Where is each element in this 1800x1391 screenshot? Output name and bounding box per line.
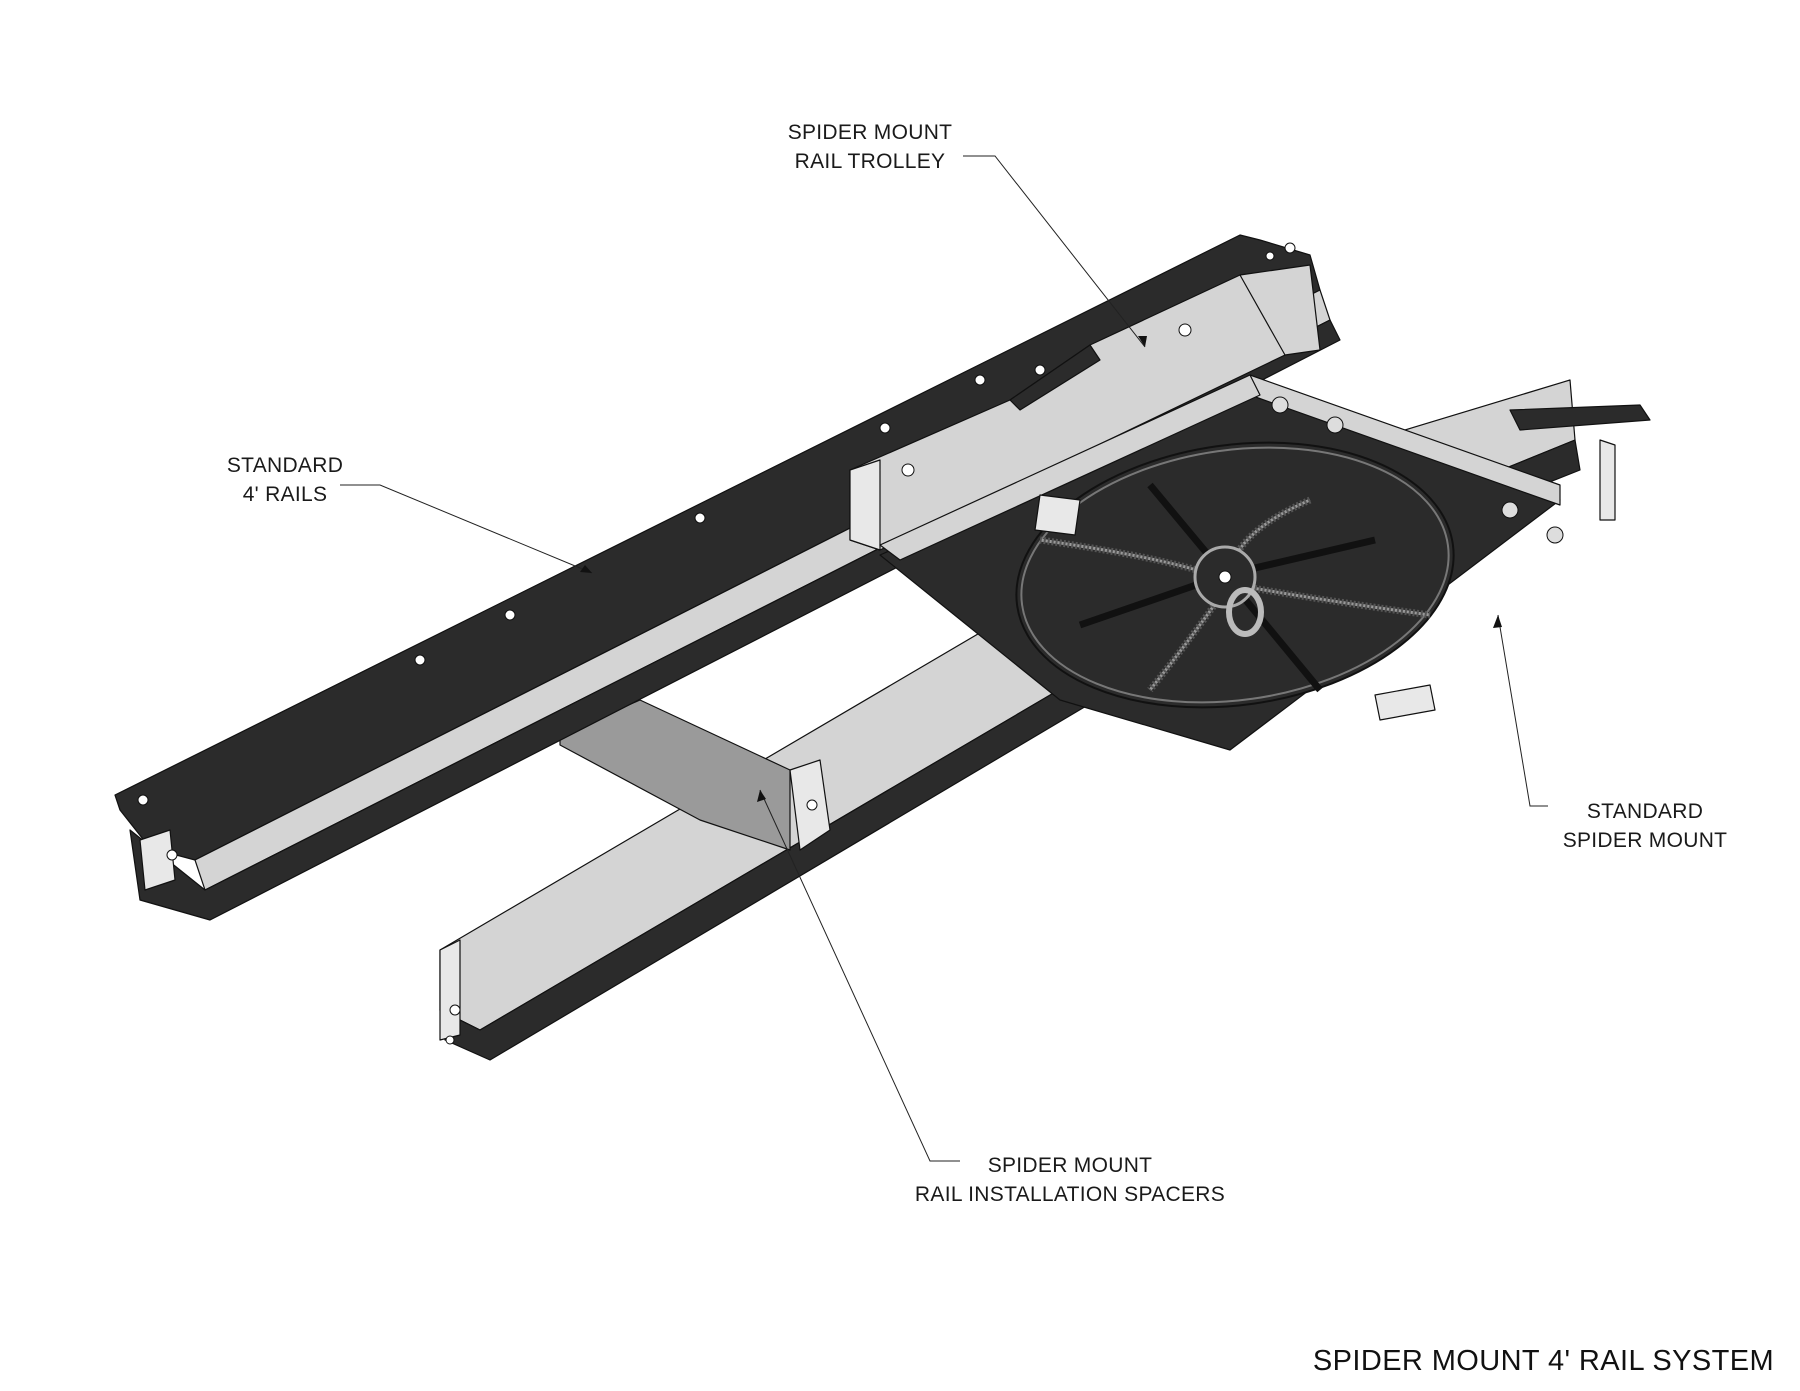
rail-installation-spacer <box>559 699 831 851</box>
label-standard-spider-mount-line1: STANDARD <box>1586 800 1704 823</box>
leader-rails <box>340 484 593 574</box>
leader-trolley <box>963 155 1146 348</box>
arrow-spider <box>1493 615 1502 628</box>
leader-spider <box>1497 614 1548 807</box>
leader-spacers <box>759 789 960 1162</box>
leader-lines <box>340 155 1548 1162</box>
label-rail-trolley: SPIDER MOUNT RAIL TROLLEY <box>770 118 970 176</box>
label-rail-installation-spacers-line2: RAIL INSTALLATION SPACERS <box>914 1183 1226 1206</box>
arrow-rails <box>580 565 592 573</box>
arrow-trolley <box>1138 336 1147 347</box>
label-rail-trolley-line1: SPIDER MOUNT <box>787 121 953 144</box>
label-rail-installation-spacers-line1: SPIDER MOUNT <box>987 1154 1153 1177</box>
drawing-title: SPIDER MOUNT 4' RAIL SYSTEM <box>1312 1345 1774 1377</box>
label-standard-spider-mount-line2: SPIDER MOUNT <box>1562 829 1728 852</box>
arrow-spacers <box>757 790 766 802</box>
label-standard-rails-line1: STANDARD <box>226 454 344 477</box>
spider-mount <box>879 374 1564 751</box>
label-standard-spider-mount: STANDARD SPIDER MOUNT <box>1545 797 1745 855</box>
label-standard-rails-line2: 4' RAILS <box>242 483 328 506</box>
label-standard-rails: STANDARD 4' RAILS <box>205 451 365 509</box>
rail-trolley <box>849 264 1321 551</box>
label-rail-installation-spacers: SPIDER MOUNT RAIL INSTALLATION SPACERS <box>890 1151 1250 1209</box>
label-rail-trolley-line2: RAIL TROLLEY <box>794 150 946 173</box>
